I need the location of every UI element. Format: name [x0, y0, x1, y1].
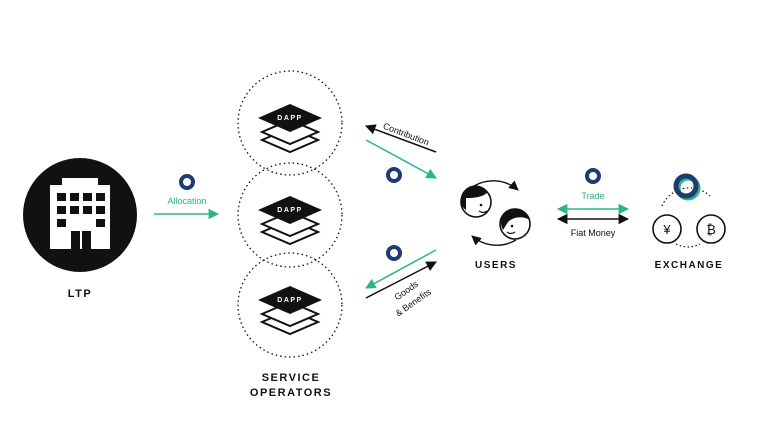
allocation-label: Allocation — [167, 196, 206, 206]
contribution-token-arrow — [365, 139, 437, 179]
stacked-layers-icon — [257, 195, 323, 245]
users-label: USERS — [475, 260, 517, 271]
contribution-arrow — [365, 124, 437, 153]
exchange-node: ¥ ₿ EXCHANGE — [652, 173, 726, 271]
fiat-label: Fiat Money — [571, 228, 616, 238]
currency-exchange-icon: ¥ ₿ — [652, 173, 726, 248]
allocation-edge: Allocation — [154, 174, 220, 220]
yen-symbol: ¥ — [662, 222, 671, 237]
dapp-circle-bottom: DAPP — [237, 252, 343, 358]
bitcoin-coin-icon — [696, 214, 726, 244]
dapp-label: DAPP — [277, 207, 302, 214]
yen-coin-icon — [652, 214, 682, 244]
token-icon — [386, 245, 402, 261]
two-faces-cycle-icon — [460, 180, 531, 246]
trade-edge: Trade Fiat Money — [556, 168, 630, 238]
bitcoin-symbol: ₿ — [706, 222, 716, 237]
dapp-circle-middle: DAPP — [237, 162, 343, 268]
stacked-layers-icon — [257, 285, 323, 335]
service-label-line1: SERVICE — [262, 372, 321, 384]
users-node: USERS — [460, 180, 531, 271]
service-operators-node: DAPP DAPP DAPP SERVICE OPERATORS — [237, 70, 343, 399]
dapp-circle-top: DAPP — [237, 70, 343, 176]
stacked-layers-icon — [257, 103, 323, 153]
token-icon — [179, 174, 195, 190]
exchange-label: EXCHANGE — [655, 260, 724, 271]
goods-arrow — [365, 261, 437, 299]
dapp-label: DAPP — [277, 115, 302, 122]
token-icon — [386, 167, 402, 183]
goods-token-arrow — [365, 249, 437, 289]
token-icon — [585, 168, 601, 184]
goods-edge: Goods & Benefits — [365, 245, 437, 318]
contribution-edge: Contribution — [365, 121, 437, 183]
ltp-label: LTP — [68, 288, 92, 300]
trade-label: Trade — [581, 191, 604, 201]
ltp-node: LTP — [23, 158, 137, 300]
dapp-label: DAPP — [277, 297, 302, 304]
building-icon — [50, 178, 110, 249]
service-label-line2: OPERATORS — [250, 387, 332, 399]
